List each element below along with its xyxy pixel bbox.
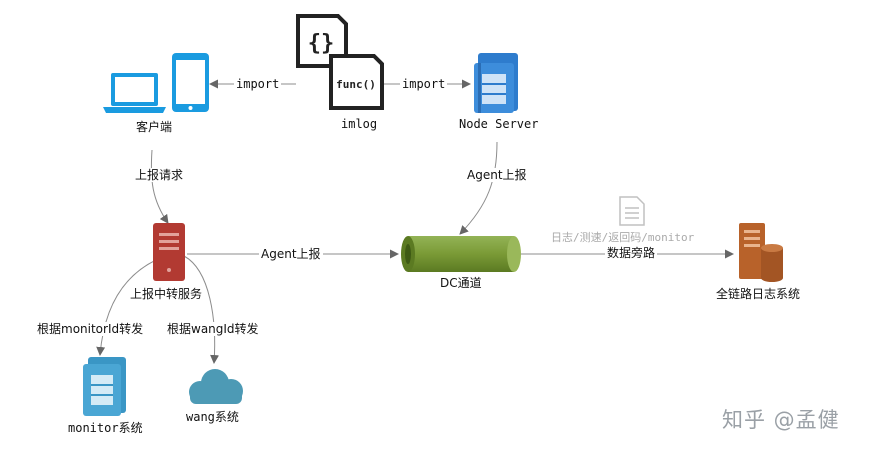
edge-label-agent-report-mid: Agent上报 (259, 247, 323, 261)
phone-icon (172, 53, 209, 112)
node-label-imlog: imlog (341, 117, 378, 131)
edge-label-report-request: 上报请求 (133, 168, 186, 182)
monitor-system-icon (83, 357, 126, 416)
node-server-icon (474, 53, 518, 113)
full-link-system-icon (739, 223, 783, 282)
node-label-full-link: 全链路日志系统 (716, 287, 801, 301)
node-label-relay: 上报中转服务 (130, 287, 203, 301)
edge-label-import-right: import (400, 77, 448, 91)
edge-relay-to-monitor (96, 259, 157, 356)
edge-label-log-types: 日志/测速/返回码/monitor (551, 231, 695, 244)
laptop-icon (103, 73, 166, 113)
edge-label-agent-report-top: Agent上报 (465, 168, 529, 182)
brace-glyph: {} (308, 31, 335, 56)
brace-doc-icon: {} (296, 14, 348, 68)
edge-label-route-wang: 根据wangId转发 (165, 322, 261, 336)
node-label-node-server: Node Server (459, 117, 539, 131)
func-glyph: func() (336, 78, 376, 91)
watermark: 知乎 @孟健 (722, 408, 840, 432)
node-label-client: 客户端 (136, 120, 173, 134)
dc-channel-icon (401, 236, 521, 272)
edge-label-data-bypass: 数据旁路 (605, 246, 658, 260)
edge-node-server-to-dc (459, 141, 498, 235)
node-label-wang: wang系统 (186, 410, 239, 424)
func-doc-icon: func() (329, 54, 384, 110)
node-label-monitor: monitor系统 (68, 421, 143, 435)
edge-label-route-monitor: 根据monitorId转发 (35, 322, 146, 336)
relay-server-icon (153, 223, 185, 281)
edge-client-to-relay (150, 149, 169, 224)
edge-relay-to-wang (183, 255, 220, 364)
document-icon (619, 196, 645, 226)
node-label-dc: DC通道 (440, 276, 482, 290)
edge-label-import-left: import (234, 77, 282, 91)
cloud-icon (189, 369, 243, 404)
